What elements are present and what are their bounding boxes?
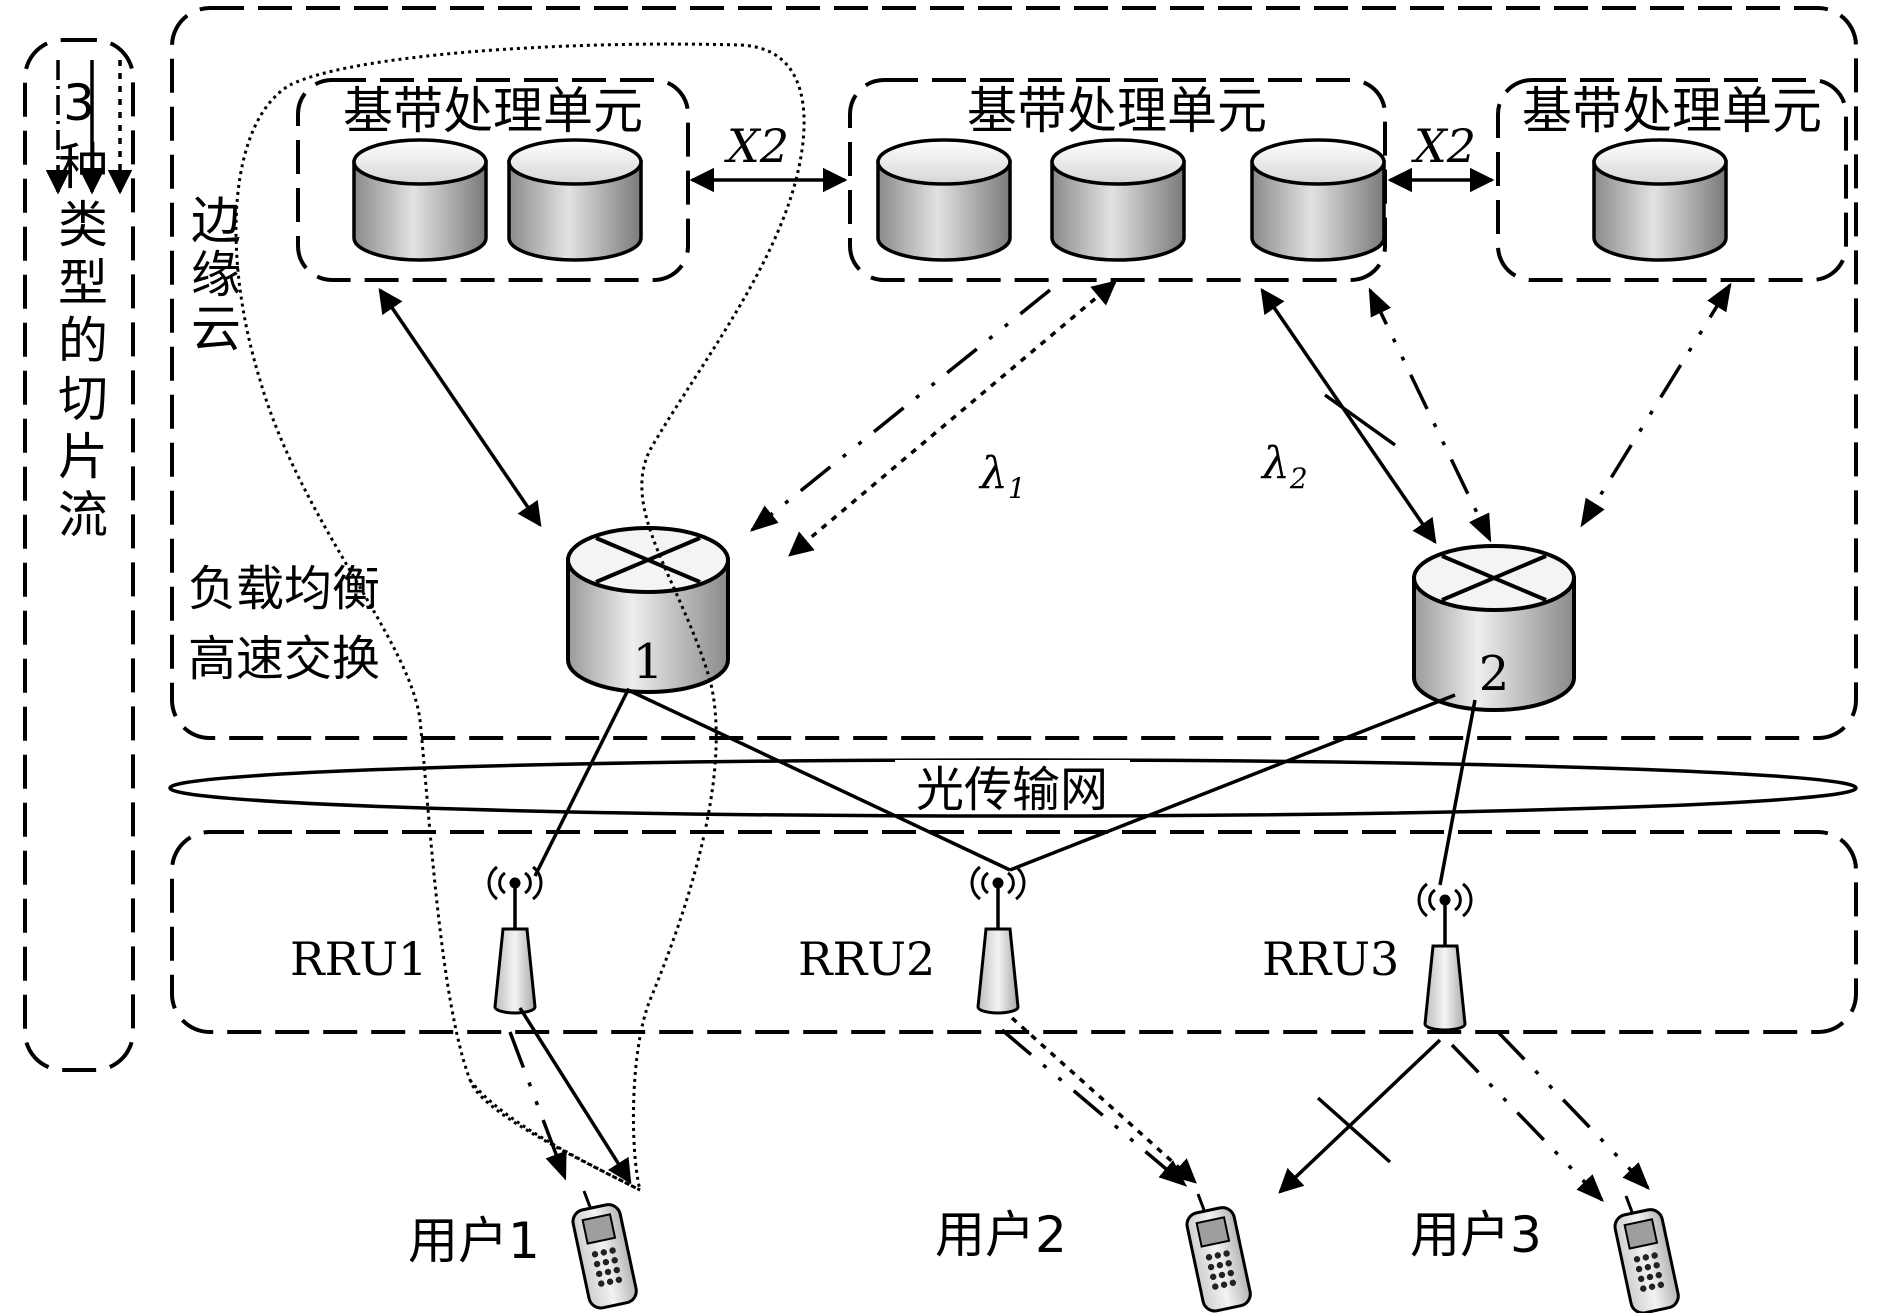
switch-1-label: 1	[633, 634, 664, 690]
bbu-unit	[1050, 138, 1186, 262]
bbu-right-title: 基带处理单元	[1522, 82, 1822, 140]
bbu-left-title: 基带处理单元	[343, 82, 643, 140]
x2-left-label: X2	[724, 119, 789, 173]
antenna-waves-icon	[970, 865, 1026, 901]
users: 用户1 用户2	[408, 1190, 1680, 1313]
rru-1	[487, 865, 543, 1015]
optical-network: 光传输网	[168, 758, 1858, 818]
x2-right-label: X2	[1411, 119, 1476, 173]
link-bbu-right-switch2	[1580, 282, 1732, 528]
link-bbu-left-switch1	[378, 287, 542, 528]
rru-area: RRU1 RRU2 RRU3	[170, 830, 1858, 1034]
rru-2	[970, 865, 1026, 1015]
lambda2-symbol: λ	[1260, 438, 1290, 489]
optical-label-bg	[895, 760, 1130, 814]
mobile-phone-icon	[1613, 1208, 1680, 1313]
bbu-unit	[1592, 138, 1728, 262]
bbu-unit	[352, 138, 488, 262]
mobile-phone-icon	[571, 1203, 638, 1310]
link-switch2-rru2	[1009, 693, 1456, 872]
optical-network-label: 光传输网	[916, 762, 1108, 818]
rru-tower-icon	[493, 927, 537, 1015]
user-3-label: 用户3	[1410, 1206, 1542, 1264]
rru-1-label: RRU1	[290, 932, 427, 986]
lambda1-symbol: λ	[978, 448, 1008, 499]
link-blocked-mark	[1316, 1096, 1392, 1164]
link-blocked-mark	[1323, 393, 1397, 447]
user-2	[1185, 1193, 1252, 1313]
link-rru3-user2-solid	[1278, 1038, 1442, 1194]
link-rru3-user3-dashdot	[1450, 1043, 1604, 1203]
link-dashdot-switch2	[1368, 287, 1492, 543]
lambda1-label: λ1	[978, 448, 1026, 505]
switch-2-label: 2	[1479, 646, 1510, 702]
rru-3	[1417, 882, 1473, 1032]
bbu-left-box	[296, 78, 690, 282]
x2-links: X2 X2	[689, 119, 1495, 193]
rru-tower-icon	[976, 927, 1020, 1015]
edge-cloud-label: 边缘云	[183, 194, 241, 356]
legend-label: 3种类型的切片流	[50, 74, 108, 546]
user-1-label: 用户1	[408, 1212, 540, 1270]
lambda2-subscript: 2	[1289, 462, 1308, 495]
load-balance-label: 负载均衡	[188, 561, 380, 617]
bbu-unit	[507, 138, 643, 262]
lambda2-label: λ2	[1260, 438, 1308, 495]
legend-box	[23, 38, 135, 1072]
link-rru3-user3-dashdot-2	[1496, 1030, 1650, 1191]
bbu-right-box	[1496, 78, 1848, 282]
link-bbu-middle-switch2	[1260, 287, 1437, 545]
high-speed-switch-label: 高速交换	[188, 631, 380, 687]
rru-tower-icon	[1423, 944, 1467, 1032]
legend-panel: 3种类型的切片流	[23, 38, 135, 1072]
legend-arrows	[45, 60, 133, 195]
lambda1-subscript: 1	[1008, 472, 1026, 505]
link-rru2-user2-dotted	[1010, 1016, 1197, 1184]
rru-area-box	[170, 830, 1858, 1034]
link-rru2-user2-dashdot	[1000, 1028, 1188, 1187]
bbu-pool-left: 基带处理单元	[296, 78, 690, 282]
link-switch1-rru1-rru2	[533, 687, 1011, 877]
access-links	[508, 1007, 1650, 1203]
fronthaul-links	[533, 687, 1477, 886]
link-switch2-rru3	[1438, 699, 1477, 886]
bbu-pool-right: 基带处理单元	[1496, 78, 1848, 282]
edge-cloud-box	[170, 6, 1858, 740]
user-2-label: 用户2	[935, 1206, 1067, 1264]
bbu-switch-links: λ1 λ2	[378, 280, 1732, 557]
link-rru1-user1-solid	[518, 1007, 632, 1185]
link-rru1-user1-dashdot	[508, 1031, 567, 1181]
rru-2-label: RRU2	[798, 932, 935, 986]
edge-cloud: 边缘云 负载均衡 高速交换	[170, 6, 1858, 740]
user-1	[571, 1190, 638, 1310]
link-dotted-switch1	[788, 280, 1117, 557]
bbu-unit	[1250, 138, 1386, 262]
mobile-phone-icon	[1185, 1206, 1252, 1313]
switch-1: 1	[566, 526, 730, 694]
rru-3-label: RRU3	[1262, 932, 1399, 986]
user-3	[1613, 1195, 1680, 1313]
switch-2: 2	[1412, 544, 1576, 712]
slice-flow-inner	[468, 1079, 641, 1192]
bbu-unit	[876, 138, 1012, 262]
antenna-waves-icon	[487, 865, 543, 901]
bbu-pool-middle: 基带处理单元	[848, 78, 1387, 282]
bbu-middle-title: 基带处理单元	[967, 82, 1267, 140]
